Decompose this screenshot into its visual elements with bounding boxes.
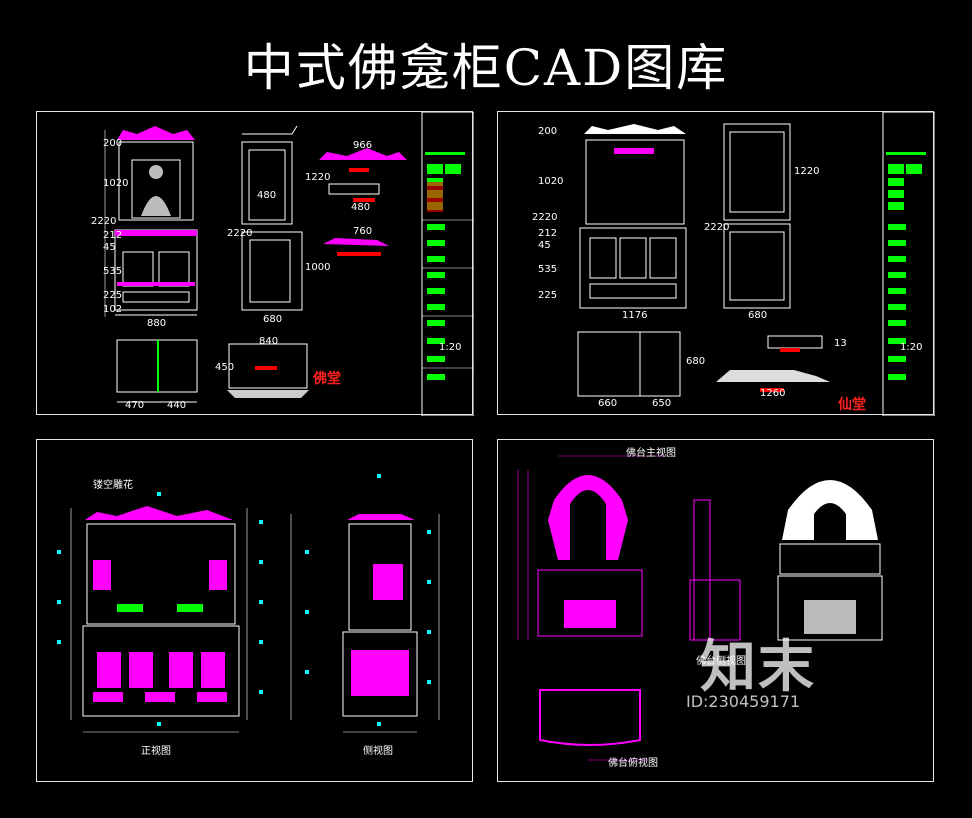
dim-label: 2220	[532, 212, 558, 223]
dim-label: 45	[103, 242, 116, 253]
dim-label: 840	[259, 336, 279, 347]
annotation-label: 镂空雕花	[93, 480, 133, 491]
dim-label: 1020	[103, 178, 129, 189]
dim-label: 660	[598, 398, 618, 409]
dim-label: 225	[538, 290, 558, 301]
dim-label: 2220	[227, 228, 253, 239]
view-label: 侧视图	[363, 746, 393, 757]
dim-label: 535	[538, 264, 558, 275]
dim-label: 1260	[760, 388, 786, 399]
dim-label: 212	[103, 230, 123, 241]
dim-label: 2220	[91, 216, 117, 227]
dim-label: 200	[103, 138, 123, 149]
panel3-drawing	[57, 474, 440, 733]
dim-label: 966	[353, 140, 373, 151]
dim-label: 680	[748, 310, 768, 321]
drawing-panel-altar-views: 佛台主视图 佛台侧视图 佛台俯视图	[497, 439, 934, 782]
watermark-logo: 知末	[700, 635, 816, 700]
dim-label: 680	[263, 314, 283, 325]
dim-label: 2220	[704, 222, 730, 233]
dim-label: 1020	[538, 176, 564, 187]
dim-label: 13	[834, 338, 847, 349]
dim-label: 212	[538, 228, 558, 239]
dim-label: 470	[125, 400, 145, 411]
drawing-panel-front-side-views: 镂空雕花 正视图 侧视图	[36, 439, 473, 782]
panel1-drawing	[104, 112, 474, 416]
dim-label: 760	[353, 226, 373, 237]
scale-label: 1:20	[900, 342, 923, 353]
dim-label: 1176	[622, 310, 648, 321]
view-label: 正视图	[141, 746, 171, 757]
dim-label: 450	[215, 362, 235, 373]
dim-label: 535	[103, 266, 123, 277]
dim-label: 480	[351, 202, 371, 213]
drawing-panel-immortal-cabinet: 200 1020 2220 212 45 535 225 1176 1220 2…	[497, 111, 935, 416]
view-label: 佛台俯视图	[608, 758, 658, 769]
stamp-label: 佛堂	[313, 371, 341, 387]
dim-label: 225	[103, 290, 123, 301]
page-title: 中式佛龛柜CAD图库	[243, 39, 729, 97]
dim-label: 1220	[305, 172, 331, 183]
dim-label: 650	[652, 398, 672, 409]
dim-label: 680	[686, 356, 706, 367]
view-label: 佛台侧视图	[696, 656, 746, 667]
stamp-label: 仙堂	[838, 397, 866, 413]
panel4-drawing	[517, 455, 883, 761]
watermark-id: ID:230459171	[686, 692, 801, 711]
dim-label: 1000	[305, 262, 331, 273]
dim-label: 102	[103, 304, 123, 315]
drawing-panel-buddha-cabinet: 200 1020 2220 212 45 535 225 102 880 480…	[36, 111, 474, 416]
dim-label: 45	[538, 240, 551, 251]
dim-label: 1220	[794, 166, 820, 177]
view-label: 佛台主视图	[626, 448, 676, 459]
dim-label: 880	[147, 318, 167, 329]
panel2-drawing	[577, 112, 935, 416]
scale-label: 1:20	[439, 342, 462, 353]
dim-label: 440	[167, 400, 187, 411]
dim-label: 200	[538, 126, 558, 137]
dim-label: 480	[257, 190, 277, 201]
